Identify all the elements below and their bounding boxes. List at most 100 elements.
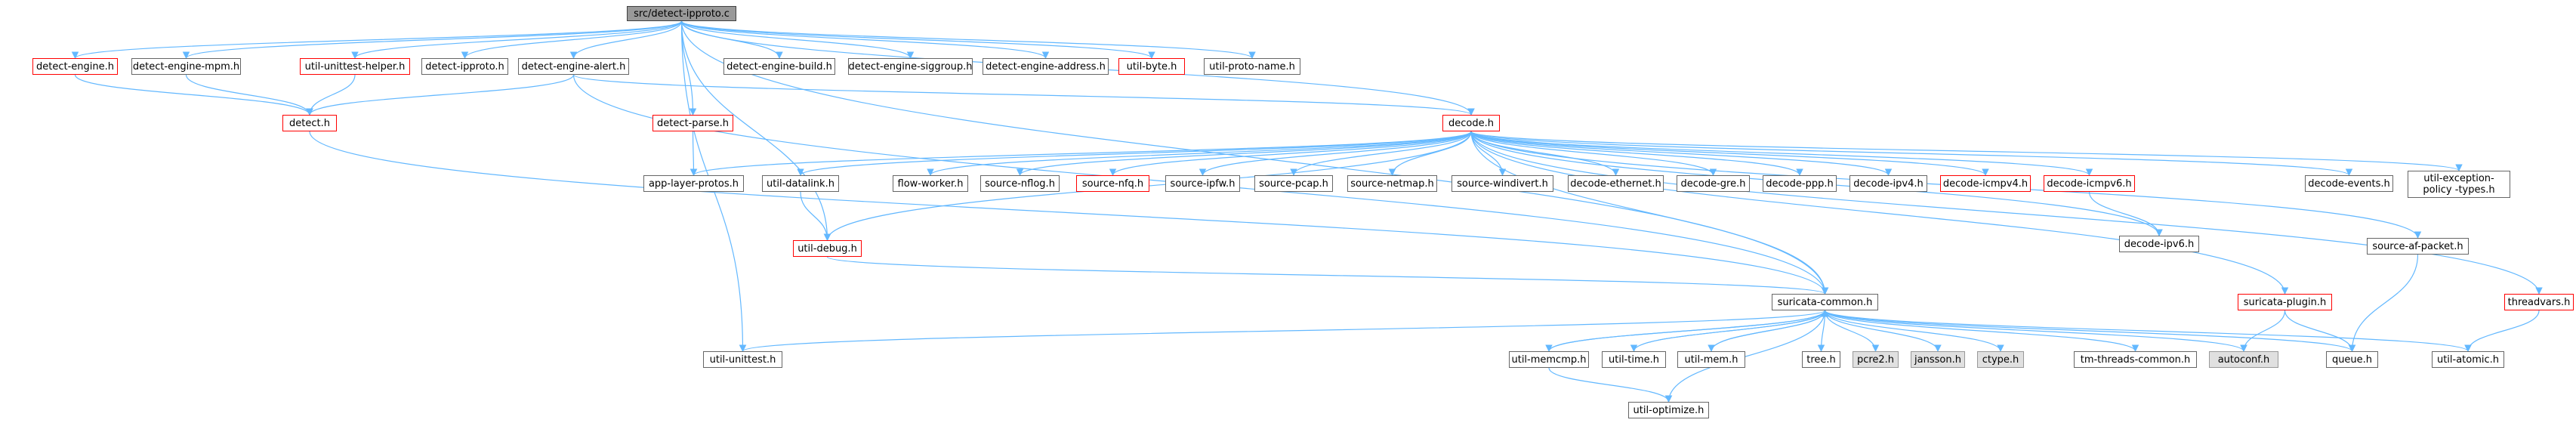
node-suricata-plugin-h[interactable]: suricata-plugin.h (2238, 294, 2332, 310)
edge-decode-to-suricata_common (1470, 131, 1829, 295)
edge-util_memcmp-to-suricata_common (1548, 310, 1829, 352)
node-pcre2-h[interactable]: pcre2.h (1853, 351, 1899, 368)
node-suricata-common-h[interactable]: suricata-common.h (1772, 294, 1878, 310)
node-util-byte-h[interactable]: util-byte.h (1118, 58, 1185, 75)
node-decode-h[interactable]: decode.h (1442, 115, 1500, 131)
edge-decode-to-decode_icmpv4 (1470, 131, 1989, 176)
node-util-unittest-helper-h[interactable]: util-unittest-helper.h (300, 58, 410, 75)
edge-layer (71, 20, 2543, 403)
edge-root-to-detect_engine_mpm (182, 20, 683, 59)
node-util-time-h[interactable]: util-time.h (1602, 351, 1666, 368)
node-detect-parse-h[interactable]: detect-parse.h (652, 115, 733, 131)
edge-util_mem-to-suricata_common (1711, 310, 1829, 352)
node-flow-worker-h[interactable]: flow-worker.h (893, 175, 968, 192)
node-decode-ethernet-h[interactable]: decode-ethernet.h (1568, 175, 1664, 192)
node-detect-engine-h[interactable]: detect-engine.h (32, 58, 118, 75)
node-detect-engine-alert-h[interactable]: detect-engine-alert.h (518, 58, 629, 75)
edge-suricata_plugin-to-queue (2284, 310, 2356, 352)
edge-decode-to-suricata_plugin (1470, 131, 2289, 295)
edge-util_memcmp-to-util_optimize (1548, 367, 1673, 403)
node-source-windivert-h[interactable]: source-windivert.h (1452, 175, 1553, 192)
edge-decode-to-app_layer_protos (690, 131, 1472, 176)
edge-detect_parse-to-app_layer_protos (690, 131, 698, 176)
node-threadvars-h[interactable]: threadvars.h (2504, 294, 2574, 310)
edge-source_af_packet-to-queue (2348, 254, 2419, 352)
edge-suricata_common-to-util_unittest (739, 310, 1826, 352)
edge-root-to-util_byte (680, 20, 1155, 59)
edge-util_time-to-suricata_common (1633, 310, 1829, 352)
node-util-atomic-h[interactable]: util-atomic.h (2432, 351, 2504, 368)
node-autoconf-h[interactable]: autoconf.h (2209, 351, 2278, 368)
node-detect-engine-siggroup-h[interactable]: detect-engine-siggroup.h (848, 58, 973, 75)
edge-detect_engine-to-detect (74, 74, 313, 116)
edge-detect_engine_alert-to-decode (572, 74, 1475, 116)
node-util-memcmp-h[interactable]: util-memcmp.h (1509, 351, 1589, 368)
edge-suricata_common-to-ctype (1824, 310, 2004, 352)
node-detect-ipproto-h[interactable]: detect-ipproto.h (421, 58, 508, 75)
edge-suricata_common-to-util_optimize (1664, 310, 1826, 403)
edge-suricata_common-to-util_atomic (1824, 310, 2472, 352)
edge-detect_engine_alert-to-detect (306, 74, 575, 116)
node-util-debug-h[interactable]: util-debug.h (793, 240, 862, 257)
node-source-af-packet-h[interactable]: source-af-packet.h (2367, 238, 2469, 255)
node-decode-ppp-h[interactable]: decode-ppp.h (1763, 175, 1837, 192)
node-util-datalink-h[interactable]: util-datalink.h (762, 175, 839, 192)
edge-decode-to-util_exception_policy_types (1470, 131, 2463, 171)
node-tm-threads-common-h[interactable]: tm-threads-common.h (2074, 351, 2197, 368)
node-detect-engine-build-h[interactable]: detect-engine-build.h (723, 58, 835, 75)
node-queue-h[interactable]: queue.h (2326, 351, 2378, 368)
node-tree-h[interactable]: tree.h (1802, 351, 1840, 368)
node-source-pcap-h[interactable]: source-pcap.h (1254, 175, 1333, 192)
edge-decode-to-decode_events (1470, 131, 2352, 176)
node-util-exception-policy-types-h[interactable]: util-exception-policy -types.h (2408, 171, 2510, 198)
edge-decode-to-flow_worker (927, 131, 1472, 176)
node-source-netmap-h[interactable]: source-netmap.h (1347, 175, 1437, 192)
node-detect-engine-mpm-h[interactable]: detect-engine-mpm.h (131, 58, 241, 75)
edge-suricata_common-to-jansson (1824, 310, 1942, 352)
edge-suricata_common-to-queue (1824, 310, 2356, 352)
node-util-mem-h[interactable]: util-mem.h (1677, 351, 1745, 368)
node-decode-gre-h[interactable]: decode-gre.h (1677, 175, 1750, 192)
edge-decode-to-source_nflog (1016, 131, 1472, 176)
edge-decode-to-util_datalink (797, 131, 1472, 176)
node-decode-icmpv4-h[interactable]: decode-icmpv4.h (1940, 175, 2031, 192)
node-jansson-h[interactable]: jansson.h (1911, 351, 1965, 368)
edge-decode-to-decode_gre (1470, 131, 1717, 176)
edge-suricata_common-to-tm_threads_common (1824, 310, 2139, 352)
node-util-unittest-h[interactable]: util-unittest.h (703, 351, 782, 368)
edge-decode-to-source_ipfw (1199, 131, 1472, 176)
edge-root-to-util_debug (680, 20, 831, 241)
node-detect-h[interactable]: detect.h (282, 115, 337, 131)
edge-root-to-util_unittest_helper (351, 20, 683, 59)
edge-decode-to-source_pcap (1290, 131, 1472, 176)
edge-suricata_common-to-autoconf (1824, 310, 2247, 352)
edge-root-to-util_proto_name (680, 20, 1256, 59)
edge-detect_engine_mpm-to-detect (185, 74, 313, 116)
edge-decode-to-source_nfq (1109, 131, 1472, 176)
node-decode-ipv6-h[interactable]: decode-ipv6.h (2119, 236, 2199, 252)
edge-threadvars-to-util_atomic (2464, 310, 2540, 352)
node-util-optimize-h[interactable]: util-optimize.h (1628, 402, 1709, 418)
edge-root-to-detect_engine (71, 20, 683, 59)
node-source-nfq-h[interactable]: source-nfq.h (1076, 175, 1149, 192)
edge-util_debug-to-suricata_common (826, 256, 1828, 295)
node-source-nflog-h[interactable]: source-nflog.h (980, 175, 1060, 192)
node-src-detect-ipproto-c: src/detect-ipproto.c (627, 6, 736, 21)
node-source-ipfw-h[interactable]: source-ipfw.h (1165, 175, 1240, 192)
node-decode-events-h[interactable]: decode-events.h (2305, 175, 2393, 192)
node-app-layer-protos-h[interactable]: app-layer-protos.h (643, 175, 744, 192)
edge-decode-to-decode_ppp (1470, 131, 1803, 176)
edge-util_datalink-to-util_debug (800, 191, 831, 241)
edge-root-to-detect_engine_siggroup (680, 20, 915, 59)
node-decode-ipv4-h[interactable]: decode-ipv4.h (1849, 175, 1927, 192)
edge-root-to-detect_ipproto (461, 20, 683, 59)
node-detect-engine-address-h[interactable]: detect-engine-address.h (983, 58, 1109, 75)
node-ctype-h[interactable]: ctype.h (1977, 351, 2024, 368)
node-util-proto-name-h[interactable]: util-proto-name.h (1204, 58, 1300, 75)
node-decode-icmpv6-h[interactable]: decode-icmpv6.h (2044, 175, 2135, 192)
edge-decode-to-decode_icmpv6 (1470, 131, 2093, 176)
edge-util_unittest_helper-to-detect (306, 74, 356, 116)
edge-decode-to-threadvars (1470, 131, 2543, 295)
edge-decode_icmpv6-to-decode_ipv6 (2088, 191, 2163, 236)
